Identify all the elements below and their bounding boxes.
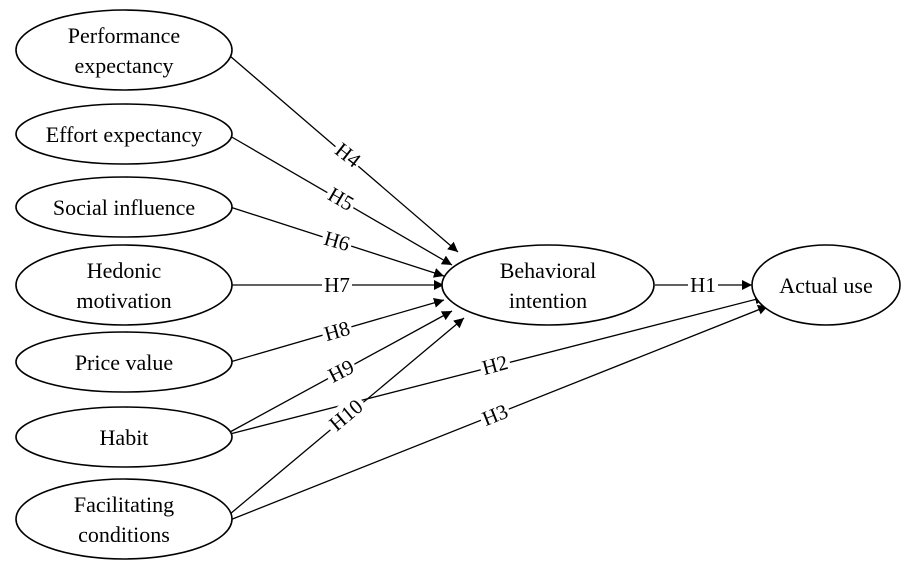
node-pv: Price value	[15, 331, 233, 393]
edge-label-h7: H7	[324, 273, 350, 297]
node-label: Behavioral	[500, 258, 597, 283]
node-ellipse	[15, 103, 233, 165]
node-label: Price value	[75, 350, 173, 375]
node-label: expectancy	[75, 53, 174, 78]
node-label: conditions	[78, 522, 170, 547]
node-ellipse	[15, 406, 233, 468]
edge-label-background	[322, 181, 360, 217]
node-ee: Effort expectancy	[15, 103, 233, 165]
node-ellipse	[15, 244, 233, 326]
node-au: Actual use	[751, 244, 901, 326]
node-si: Social influence	[15, 176, 233, 238]
edge-label-h5: H5	[324, 182, 358, 216]
node-ellipse	[15, 9, 233, 91]
edge-label-background	[328, 136, 368, 174]
edge-label-background	[688, 273, 718, 297]
edge-label-background	[322, 273, 352, 297]
edge-label-h9: H9	[324, 354, 358, 387]
edge-label-background	[476, 398, 514, 432]
node-label: Effort expectancy	[46, 122, 203, 147]
node-label: Performance	[68, 23, 180, 48]
node-label: Facilitating	[74, 492, 174, 517]
node-fc: Facilitating conditions	[15, 478, 233, 560]
node-ellipse	[15, 478, 233, 560]
edge-label-background	[319, 315, 355, 347]
node-ellipse	[751, 244, 901, 326]
node-ellipse	[15, 331, 233, 393]
node-label: Actual use	[779, 273, 872, 298]
node-ellipse	[441, 244, 655, 326]
edge-label-background	[321, 391, 371, 439]
edge-label-background	[477, 349, 513, 381]
node-hb: Habit	[15, 406, 233, 468]
edge-label-background	[319, 225, 355, 257]
edge-label-h1: H1	[690, 273, 716, 297]
node-label: Social influence	[53, 195, 195, 220]
node-label: Habit	[100, 425, 149, 450]
node-label: Hedonic	[87, 258, 162, 283]
node-ellipse	[15, 176, 233, 238]
node-label: motivation	[76, 288, 171, 313]
node-hm: Hedonic motivation	[15, 244, 233, 326]
node-pe: Performance expectancy	[15, 9, 233, 91]
node-label: intention	[509, 288, 587, 313]
edge-label-background	[322, 353, 360, 389]
node-bi: Behavioral intention	[441, 244, 655, 326]
